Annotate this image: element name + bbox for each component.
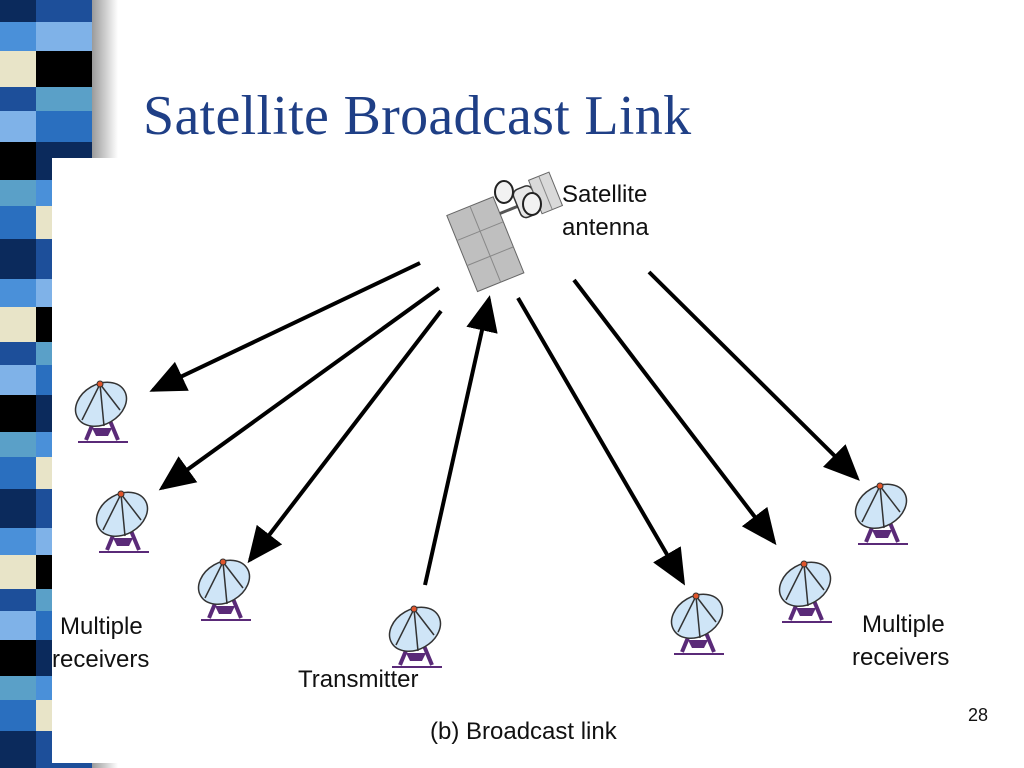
figure-caption: (b) Broadcast link	[430, 718, 617, 745]
dish-antenna-icon	[379, 596, 451, 669]
transmitter-label: Transmitter	[298, 666, 419, 693]
slide-title: Satellite Broadcast Link	[143, 85, 692, 147]
slide-number: 28	[967, 705, 988, 725]
right-receivers-label-line2: receivers	[852, 644, 950, 671]
arrow-to-left-receiver-2	[158, 286, 441, 491]
satellite-label-line2: antenna	[562, 214, 649, 241]
satellite-label-line1: Satellite	[562, 181, 648, 208]
broadcast-arrows	[149, 261, 860, 586]
right-receivers-label-line1: Multiple	[862, 611, 945, 638]
left-receivers-label-line2: receivers	[52, 646, 150, 673]
dish-antenna-icon	[188, 549, 260, 622]
dish-antenna-icon	[769, 551, 841, 624]
left-receivers-label-line1: Multiple	[60, 613, 143, 640]
arrow-to-left-receiver-3	[247, 309, 443, 564]
satellite-icon	[446, 171, 564, 293]
diagram-canvas	[65, 171, 917, 669]
arrow-to-right-receiver-3	[647, 270, 860, 481]
dish-antenna-icon	[661, 583, 733, 656]
dish-antenna-icon	[86, 481, 158, 554]
arrow-to-right-receiver-2	[572, 278, 777, 546]
dish-antenna-icon	[845, 473, 917, 546]
broadcast-link-figure: Satellite antenna Multiple receivers Mul…	[52, 158, 962, 763]
arrow-to-right-receiver-1	[516, 296, 686, 586]
arrow-from-transmitter	[423, 295, 498, 586]
dish-antenna-icon	[65, 371, 137, 444]
arrow-to-left-receiver-1	[149, 261, 421, 392]
